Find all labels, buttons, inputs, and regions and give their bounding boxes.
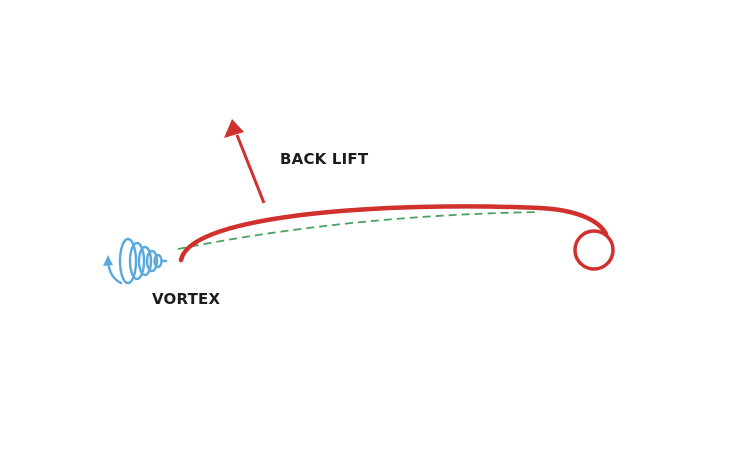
chord-line <box>177 211 541 250</box>
back-lift-label: BACK LIFT <box>280 150 369 168</box>
lift-arrow-icon <box>224 119 266 204</box>
vortex-icon <box>103 237 168 285</box>
vortex-arrowhead <box>103 255 113 266</box>
airfoil-loop <box>573 229 615 271</box>
airfoil-curve <box>178 204 609 263</box>
lift-arrow-head <box>224 119 244 138</box>
vortex-label: VORTEX <box>152 290 221 308</box>
lift-arrow-shaft <box>235 134 266 204</box>
